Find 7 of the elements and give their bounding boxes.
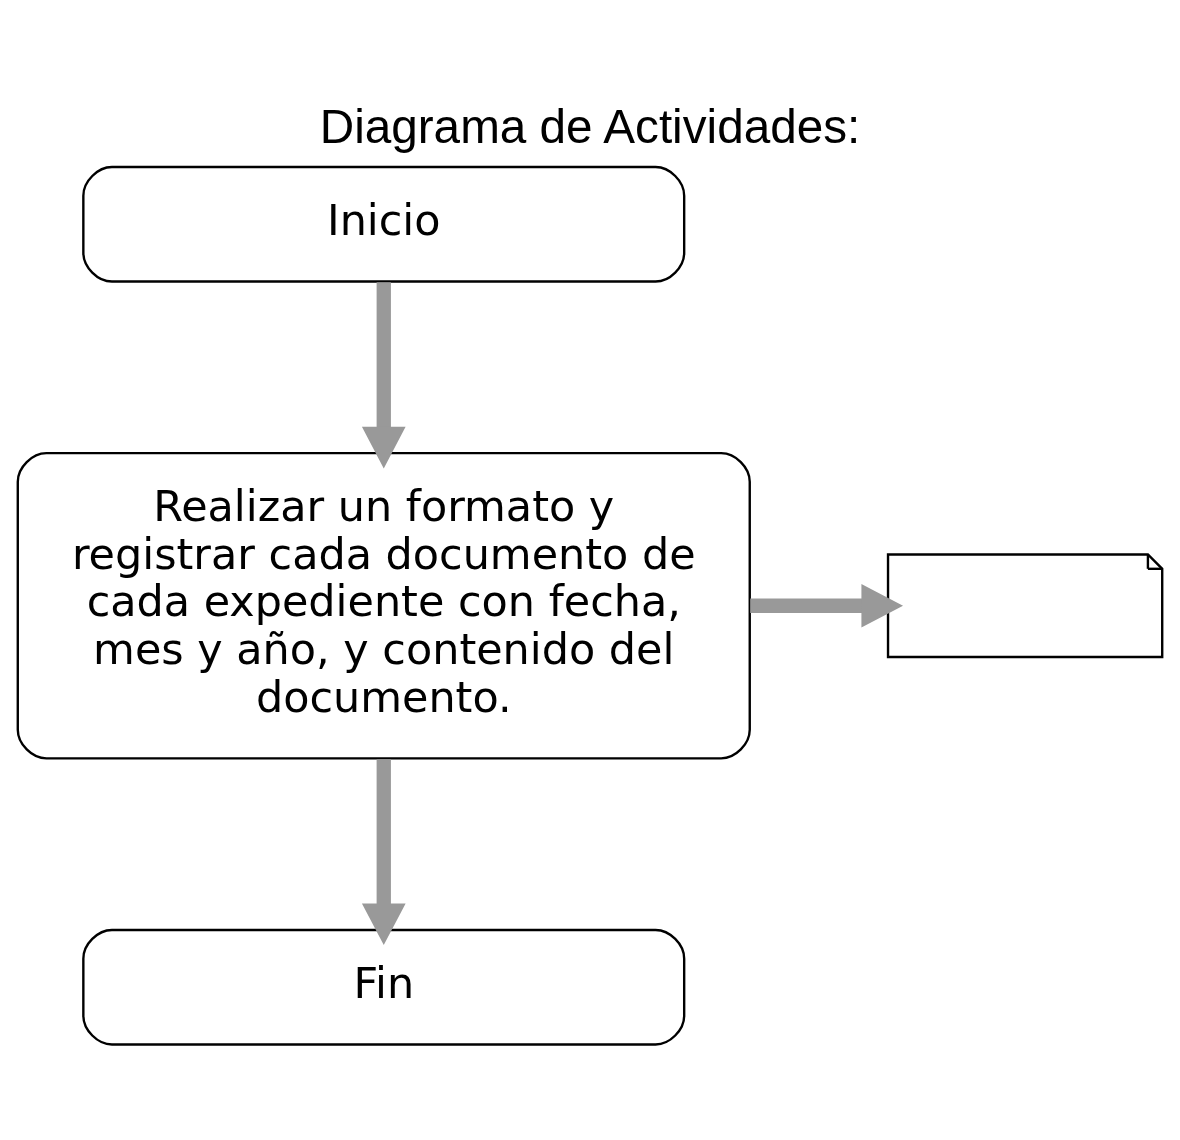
arrow	[361, 282, 406, 469]
node-box: Inicio	[82, 165, 686, 283]
diagram-title: Diagrama de Actividades:	[319, 100, 861, 154]
arrow	[750, 583, 904, 628]
node-box: Realizar un formato y registrar cada documento de cada expediente con fecha, mes y año, y contenido del documento.	[16, 452, 751, 760]
node-box: Fin	[82, 928, 686, 1046]
arrow	[361, 759, 406, 946]
